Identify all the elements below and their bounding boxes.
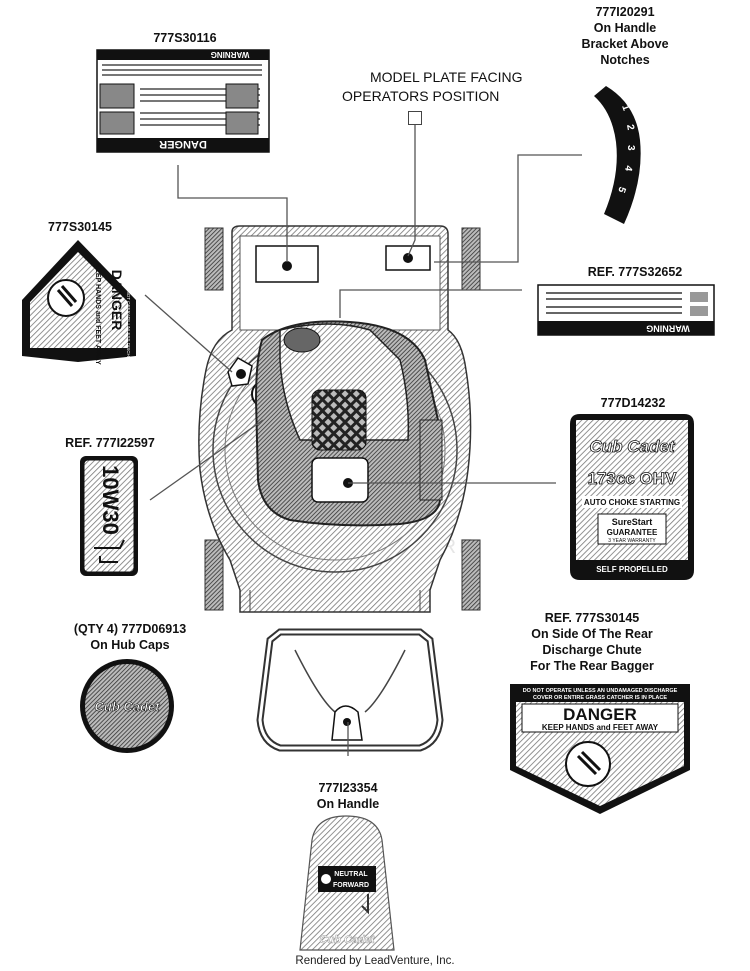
- oil-text: 10W30: [98, 465, 123, 535]
- rear-danger-sub: KEEP HANDS and FEET AWAY: [542, 723, 659, 732]
- wheel-rear-right: [461, 539, 481, 611]
- engine-guarantee-2: GUARANTEE: [607, 528, 658, 537]
- notch-4: 4: [622, 164, 634, 172]
- mower-deck: [198, 225, 481, 752]
- decal-777s30145-left: DANGER KEEP HANDS and FEET AWAY DO NOT O…: [22, 240, 136, 370]
- hubcap-brand: Cub Cadet: [95, 699, 161, 714]
- wheel-front-right: [461, 227, 481, 291]
- label-handle-decal-line2: On Handle: [316, 797, 380, 811]
- label-777s30116: 777S30116: [153, 31, 217, 45]
- notch-3: 3: [625, 145, 636, 151]
- label-hubcap-line1: (QTY 4) 777D06913: [73, 622, 187, 636]
- decal-engine: Cub Cadet 173cc OHV AUTO CHOKE STARTING …: [570, 414, 694, 580]
- label-rear-ref-line2: On Side Of The Rear: [531, 627, 653, 641]
- decal-oil: 10W30: [80, 456, 138, 576]
- label-hubcap-line2: On Hub Caps: [90, 638, 170, 652]
- top-danger-title: DANGER: [159, 138, 207, 150]
- footer-credit: Rendered by LeadVenture, Inc.: [295, 955, 455, 967]
- decal-handle: NEUTRAL FORWARD Cub Cadet: [299, 815, 395, 951]
- label-777d14232: 777D14232: [600, 396, 666, 410]
- label-rear-ref-line4: For The Rear Bagger: [530, 659, 654, 673]
- rear-danger-title: DANGER: [563, 705, 637, 724]
- handle-brand: Cub Cadet: [320, 934, 376, 946]
- top-warning-title: WARNING: [211, 50, 250, 59]
- label-777i20291: 777I20291: [595, 5, 655, 19]
- label-777s30145-left: 777S30145: [48, 220, 112, 234]
- label-ref-777s32652: REF. 777S32652: [587, 265, 683, 279]
- engine-displacement: 173cc OHV: [588, 469, 677, 488]
- wheel-rear-left: [204, 539, 224, 611]
- notch-2: 2: [624, 124, 636, 132]
- leader-lines: [144, 124, 582, 756]
- decal-warning: WARNING: [537, 284, 715, 336]
- engine-choke: AUTO CHOKE STARTING: [584, 498, 680, 507]
- label-model-plate-line2: OPERATORS POSITION: [342, 88, 500, 104]
- label-ref-777i22597: REF. 777I22597: [65, 436, 155, 450]
- label-777i23354: 777I23354: [318, 781, 378, 795]
- engine-self: SELF PROPELLED: [596, 565, 668, 574]
- engine-grille: [311, 389, 367, 451]
- left-danger-title: DANGER: [109, 270, 125, 331]
- warning-title: WARNING: [646, 324, 690, 334]
- left-danger-sub: KEEP HANDS and FEET AWAY: [94, 263, 101, 365]
- label-rear-ref-line1: REF. 777S30145: [544, 611, 640, 625]
- wheel-front-left: [204, 227, 224, 291]
- label-rear-ref-line3: Discharge Chute: [542, 643, 642, 657]
- decal-777s30116: DANGER WARNING: [96, 49, 270, 153]
- label-handle-bracket-line2: On Handle: [593, 21, 657, 35]
- engine-label-spot: [311, 457, 369, 503]
- notch-1: 1: [619, 103, 631, 112]
- label-handle-bracket-line3: Bracket Above: [581, 37, 669, 51]
- rear-danger-top2: COVER OR ENTIRE GRASS CATCHER IS IN PLAC…: [533, 695, 667, 701]
- decal-notch-scale: 1 2 3 4 5: [594, 86, 641, 224]
- handle-forward: FORWARD: [333, 882, 369, 889]
- decal-rear-danger: DO NOT OPERATE UNLESS AN UNDAMAGED DISCH…: [510, 684, 690, 814]
- rear-danger-top1: DO NOT OPERATE UNLESS AN UNDAMAGED DISCH…: [523, 688, 678, 694]
- engine-warranty: 3 YEAR WARRANTY: [608, 538, 656, 544]
- label-model-plate-line1: MODEL PLATE FACING: [370, 69, 523, 85]
- engine-brand: Cub Cadet: [590, 437, 676, 456]
- model-plate-marker: [408, 111, 422, 125]
- engine-guarantee-1: SureStart: [612, 517, 653, 527]
- handle-neutral: NEUTRAL: [334, 871, 368, 878]
- notch-5: 5: [615, 185, 627, 194]
- decal-hubcap: Cub Cadet: [80, 659, 174, 753]
- left-danger-top: DO NOT OPERATE UNLESS DISCHARGE: [126, 282, 131, 369]
- label-handle-bracket-line4: Notches: [600, 53, 650, 67]
